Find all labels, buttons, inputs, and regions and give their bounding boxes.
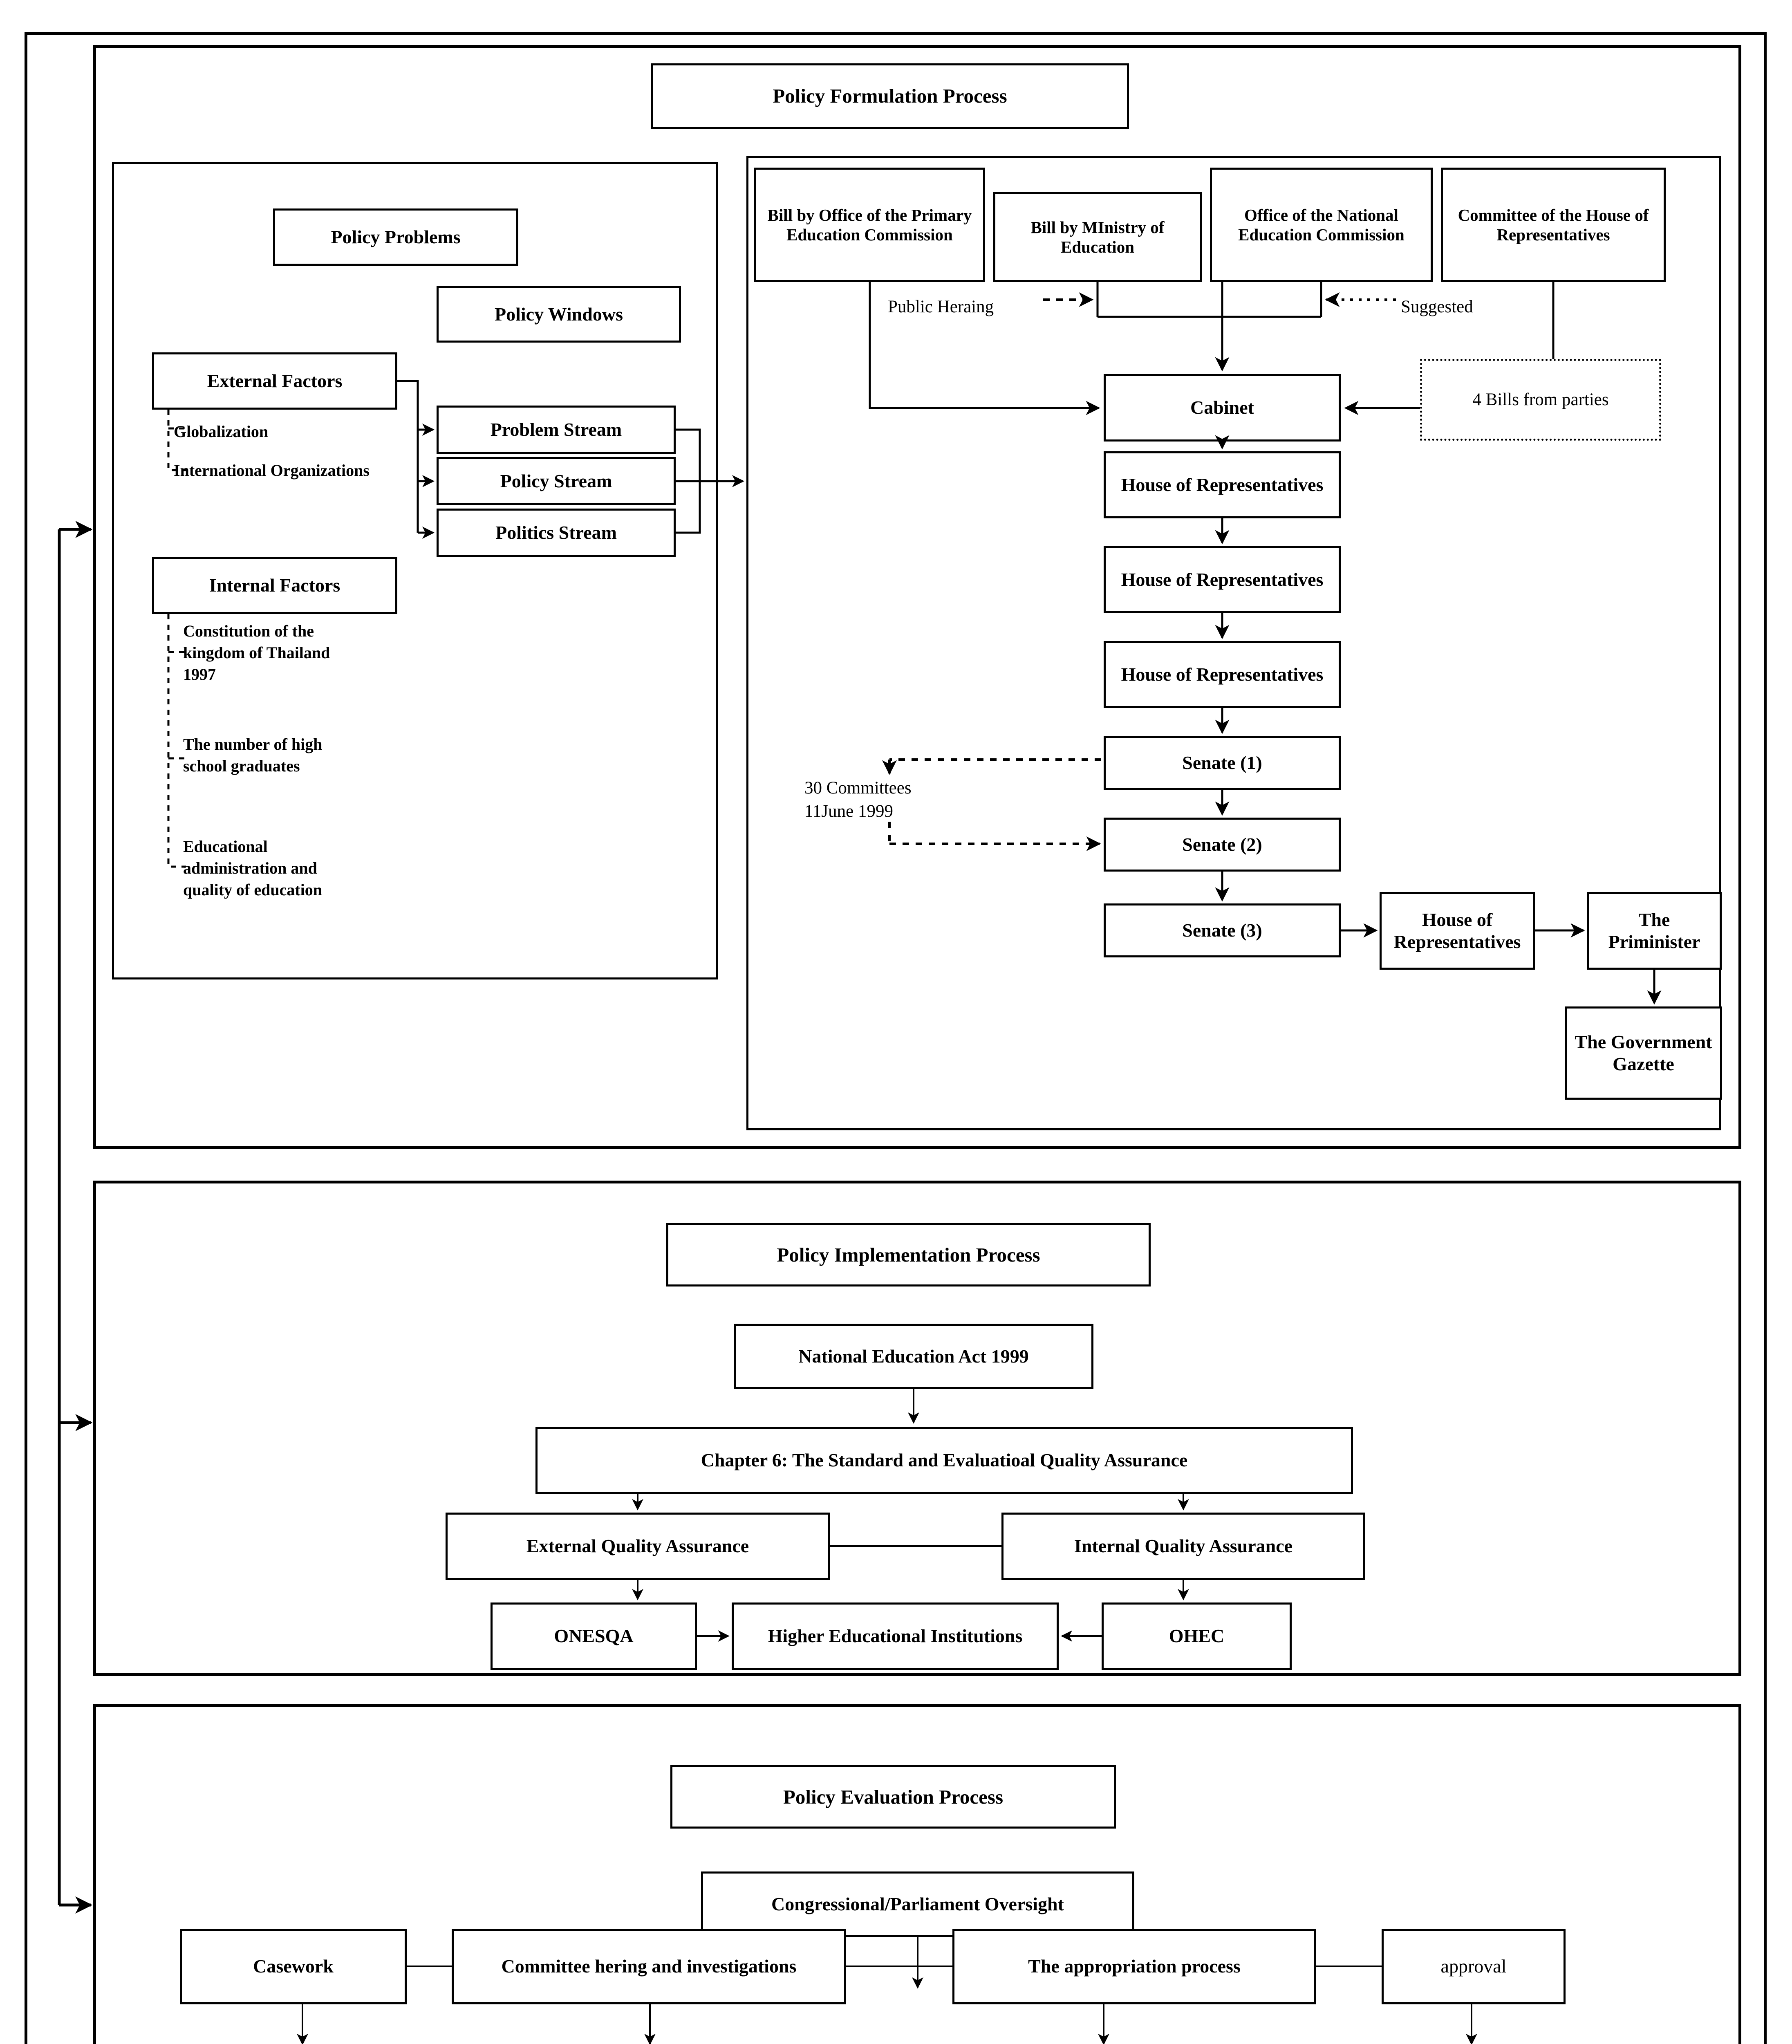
senate-2-box: Senate (2) [1104,818,1341,872]
internal-factors-box: Internal Factors [152,557,397,614]
house-of-representatives-1-box: House of Representatives [1104,451,1341,518]
external-factors-box: External Factors [152,352,397,410]
heading-formulation-box: Policy Formulation Process [651,63,1129,129]
congressional-oversight-box: Congressional/Parliament Oversight [701,1871,1134,1937]
heading-implementation-box: Policy Implementation Process [666,1223,1151,1286]
committee-hearing-box: Committee hering and investigations [452,1929,846,2004]
policy-windows-box: Policy Windows [437,286,681,343]
outer-frame [25,32,1767,2044]
source-box-ministry-of-education: Bill by MInistry of Education [993,192,1202,282]
internal-factor-graduates: The number of high school graduates [183,735,323,775]
panel-formulation [93,45,1741,1149]
house-of-representatives-2-box: House of Representatives [1104,546,1341,613]
source-box-primary-education-commission: Bill by Office of the Primary Education … [754,168,985,282]
onesqa-box: ONESQA [491,1602,697,1670]
subpanel-policy-problems [112,162,718,979]
government-gazette-box: The Government Gazette [1565,1006,1722,1100]
parties-bills-box: 4 Bills from parties [1420,359,1661,441]
committees-note-label: 30 Committees 11June 1999 [804,778,912,821]
problem-stream-box: Problem Stream [437,406,676,454]
appropriation-process-box: The appropriation process [952,1929,1316,2004]
national-education-act-box: National Education Act 1999 [734,1324,1093,1389]
external-quality-assurance-box: External Quality Assurance [446,1513,830,1580]
senate-1-box: Senate (1) [1104,736,1341,790]
subpanel-bill-flow [746,156,1721,1130]
heading-evaluation-box: Policy Evaluation Process [670,1765,1116,1829]
source-box-house-committee: Committee of the House of Representative… [1441,168,1666,282]
source-box-national-education-commission: Office of the National Education Commiss… [1210,168,1433,282]
policy-stream-box: Policy Stream [437,457,676,505]
external-factor-international-orgs: International Organizations [174,461,370,480]
internal-quality-assurance-box: Internal Quality Assurance [1001,1513,1365,1580]
priminister-box: The Priminister [1587,892,1722,970]
internal-factor-constitution: Constitution of the kingdom of Thailand … [183,622,330,684]
external-factor-globalization: Globalization [174,422,269,441]
public-hearing-label: Public Heraing [888,297,994,316]
panel-implementation [93,1181,1741,1676]
internal-factor-administration: Educational administration and quality o… [183,837,323,899]
suggested-label: Suggested [1401,297,1473,316]
policy-problems-box: Policy Problems [273,208,518,266]
politics-stream-box: Politics Stream [437,509,676,557]
house-of-representatives-3-box: House of Representatives [1104,641,1341,708]
chapter6-box: Chapter 6: The Standard and Evaluatioal … [535,1427,1353,1494]
panel-evaluation [93,1704,1741,2044]
approval-box: approval [1382,1929,1566,2004]
ohec-box: OHEC [1102,1602,1292,1670]
senate-3-box: Senate (3) [1104,903,1341,957]
casework-box: Casework [180,1929,407,2004]
higher-educational-institutions-box: Higher Educational Institutions [732,1602,1059,1670]
cabinet-box: Cabinet [1104,374,1341,442]
house-of-representatives-final-box: House of Representatives [1380,892,1535,970]
